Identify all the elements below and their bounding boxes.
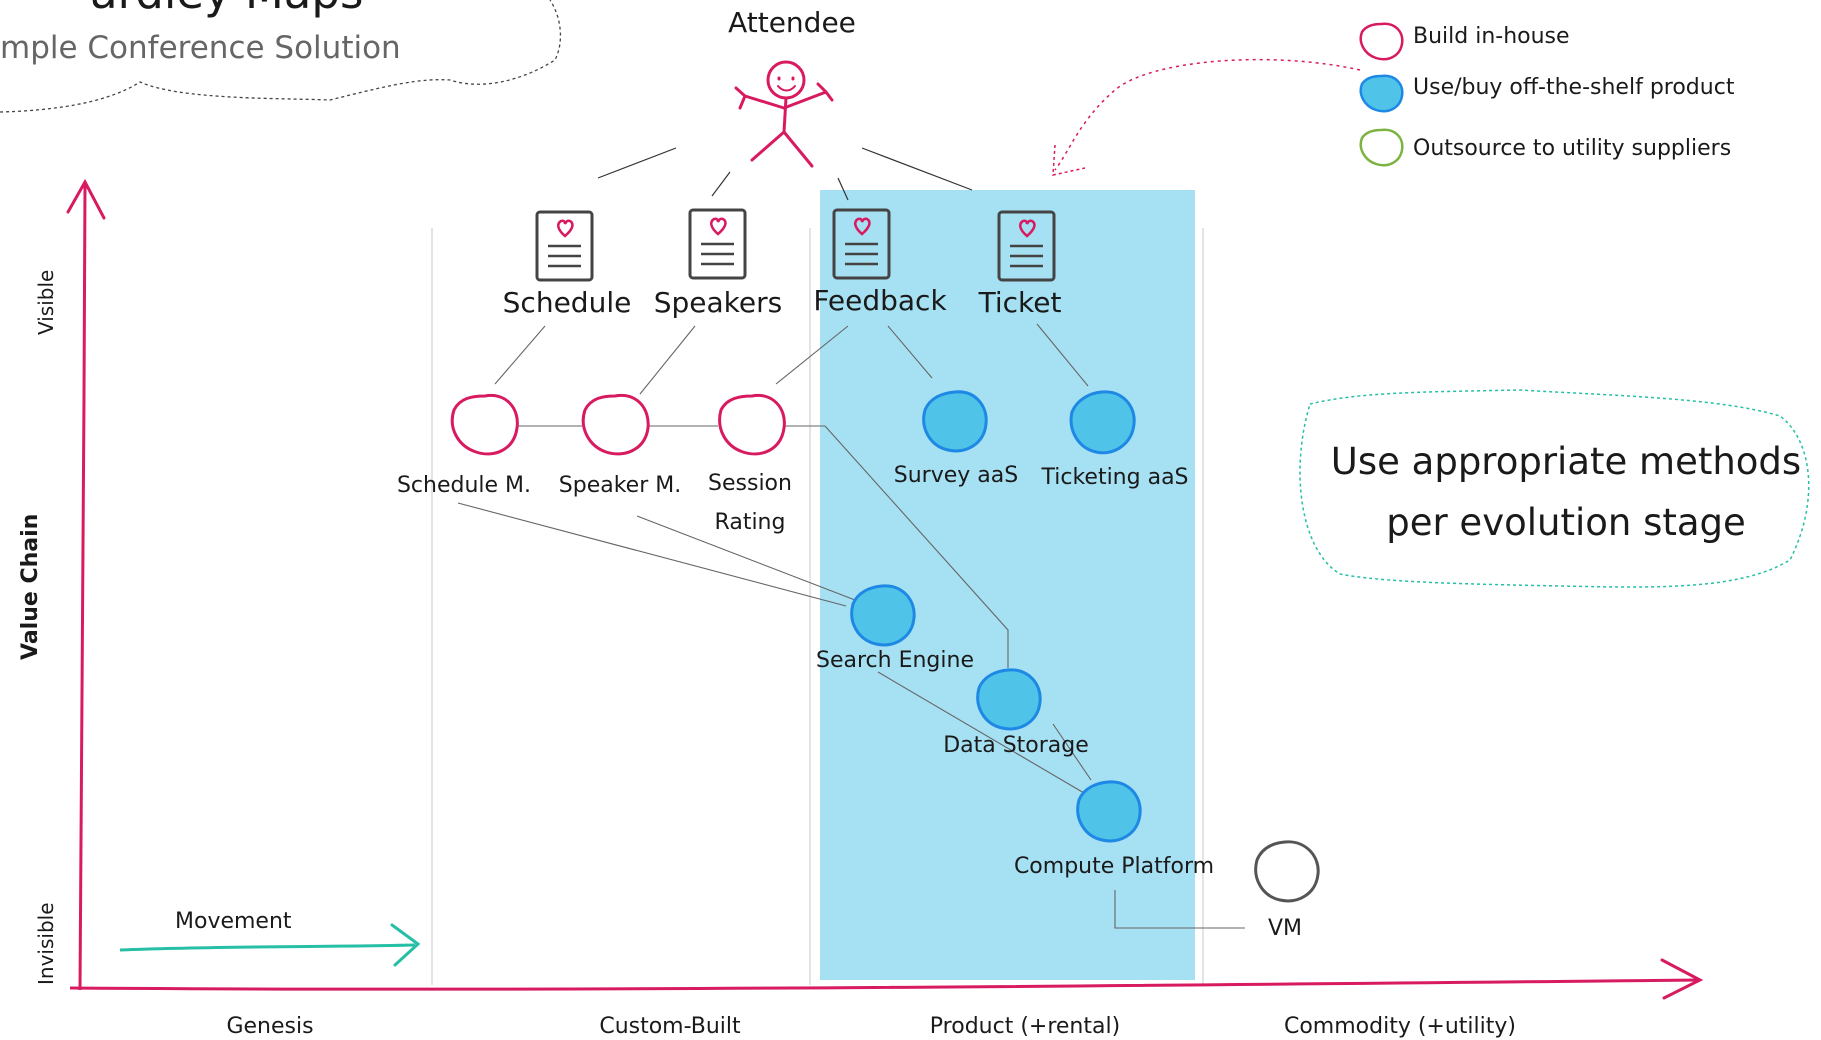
- schedule-m-label: Schedule M.: [397, 473, 531, 498]
- legend: Build in-house Use/buy off-the-shelf pro…: [1359, 22, 1735, 167]
- title-cloud-outline: [0, 0, 562, 113]
- vm-label: VM: [1268, 916, 1302, 941]
- stage-genesis: Genesis: [226, 1014, 313, 1039]
- document-heart-icon: [832, 208, 891, 280]
- x-axis: [69, 978, 1699, 991]
- component-speaker-m: Speaker M.: [559, 393, 681, 498]
- attendee-label: Attendee: [728, 6, 856, 39]
- user-need-links: [597, 147, 973, 201]
- need-schedule-label: Schedule: [503, 286, 632, 319]
- need-schedule: Schedule: [503, 210, 632, 319]
- search-engine-label: Search Engine: [816, 648, 974, 673]
- session-rating-label-line1: Session: [708, 471, 792, 496]
- legend-outsource-label: Outsource to utility suppliers: [1413, 136, 1731, 161]
- y-axis-label: Value Chain: [18, 514, 43, 660]
- y-axis: [78, 184, 87, 991]
- component-data-storage: Data Storage: [943, 668, 1089, 758]
- data-storage-label: Data Storage: [943, 733, 1089, 758]
- document-heart-icon: [535, 210, 594, 282]
- x-axis-arrowhead: [1660, 958, 1704, 1000]
- legend-item-build: Build in-house: [1359, 22, 1570, 61]
- document-heart-icon: [688, 208, 747, 280]
- need-ticket: Ticket: [978, 210, 1062, 319]
- component-ticketing-aas: Ticketing aaS: [1040, 390, 1189, 490]
- component-survey-aas: Survey aaS: [894, 390, 1018, 488]
- y-axis-top-label: Visible: [34, 270, 58, 335]
- legend-item-outsource: Outsource to utility suppliers: [1359, 128, 1731, 167]
- need-speakers-label: Speakers: [654, 286, 782, 319]
- component-search-engine: Search Engine: [816, 584, 974, 673]
- map-title: ardley Maps: [90, 0, 363, 19]
- legend-item-buy: Use/buy off-the-shelf product: [1359, 74, 1735, 113]
- legend-pointer-arrowhead: [1052, 144, 1086, 176]
- ticketing-aas-label: Ticketing aaS: [1040, 465, 1188, 490]
- movement-label: Movement: [175, 909, 292, 934]
- component-vm: VM: [1254, 840, 1320, 941]
- component-compute-platform: Compute Platform: [1014, 780, 1214, 879]
- movement-arrow: [119, 943, 416, 952]
- need-ticket-label: Ticket: [978, 286, 1062, 319]
- component-links: [457, 323, 1245, 929]
- survey-aas-label: Survey aaS: [894, 463, 1018, 488]
- document-heart-icon: [997, 210, 1056, 282]
- legend-build-label: Build in-house: [1413, 24, 1570, 49]
- map-subtitle: mple Conference Solution: [0, 30, 401, 66]
- need-speakers: Speakers: [654, 208, 782, 319]
- attendee-user-figure: [734, 60, 834, 168]
- stage-commodity: Commodity (+utility): [1284, 1014, 1516, 1039]
- callout-cloud: Use appropriate methods per evolution st…: [1299, 389, 1810, 588]
- callout-line2: per evolution stage: [1386, 501, 1746, 544]
- component-schedule-m: Schedule M.: [397, 393, 531, 498]
- legend-pointer-arrow: [1054, 58, 1361, 171]
- need-feedback-label: Feedback: [813, 284, 947, 317]
- legend-buy-label: Use/buy off-the-shelf product: [1413, 75, 1735, 100]
- session-rating-label-line2: Rating: [715, 510, 786, 535]
- speaker-m-label: Speaker M.: [559, 473, 681, 498]
- y-axis-bottom-label: Invisible: [34, 903, 58, 986]
- compute-platform-label: Compute Platform: [1014, 854, 1214, 879]
- component-session-rating: Session Rating: [708, 393, 792, 535]
- stage-custom-built: Custom-Built: [599, 1014, 741, 1039]
- y-axis-arrowhead: [66, 178, 106, 220]
- need-feedback: Feedback: [813, 208, 947, 317]
- callout-line1: Use appropriate methods: [1331, 440, 1801, 483]
- stage-product: Product (+rental): [930, 1014, 1120, 1039]
- movement-arrowhead: [390, 923, 421, 967]
